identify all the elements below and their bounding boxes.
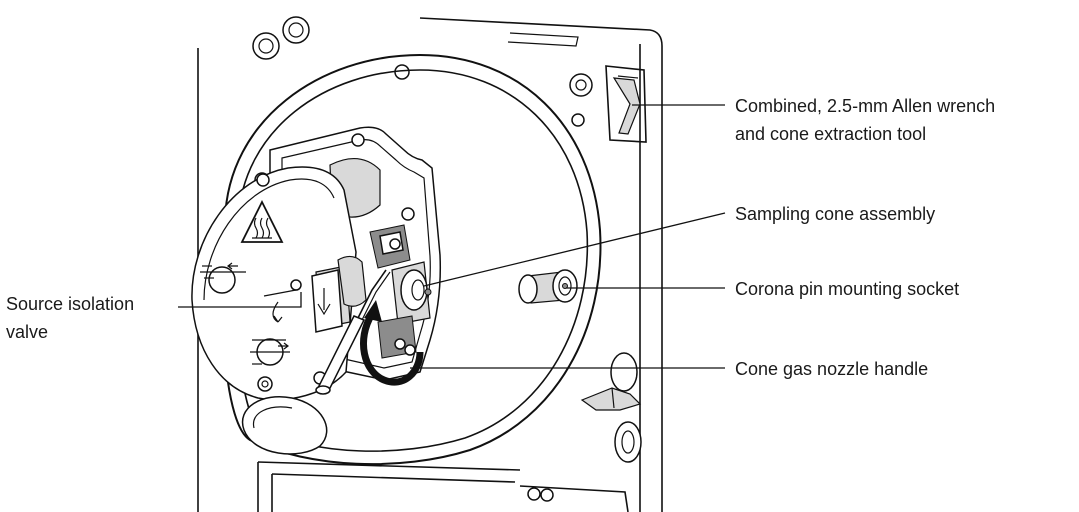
leader-lines (178, 104, 726, 369)
wrench-holder (569, 65, 647, 143)
curved-arrow-icon (360, 300, 424, 386)
allen-wrench-in-use (315, 269, 391, 395)
lower-port (250, 338, 290, 366)
top-hole (394, 64, 410, 80)
leader-sampling-cone (423, 212, 726, 287)
label-sampling-cone: Sampling cone assembly (735, 204, 935, 224)
side-latch (580, 352, 642, 463)
leader-isolation-valve (178, 292, 302, 308)
label-allen-wrench-line1: Combined, 2.5-mm Allen wrench (735, 96, 995, 116)
upper-port (200, 262, 246, 294)
hot-surface-warning-icon (240, 199, 284, 243)
lower-window (241, 396, 328, 455)
front-cover (191, 166, 357, 401)
isolation-valve-handle (311, 255, 367, 333)
bottom-screw-2 (540, 488, 554, 502)
callout-labels: Combined, 2.5-mm Allen wrench and cone e… (6, 96, 995, 379)
corona-pin-socket (518, 269, 578, 304)
top-left-screws (252, 16, 410, 80)
label-allen-wrench-line2: and cone extraction tool (735, 124, 926, 144)
housing-frame (197, 17, 663, 512)
label-corona-pin: Corona pin mounting socket (735, 279, 959, 299)
label-isolation-valve-line2: valve (6, 322, 48, 342)
bottom-screw-1 (527, 487, 541, 501)
sampling-cone-assembly (369, 224, 432, 359)
label-isolation-valve-line1: Source isolation (6, 294, 134, 314)
label-cone-gas-nozzle: Cone gas nozzle handle (735, 359, 928, 379)
